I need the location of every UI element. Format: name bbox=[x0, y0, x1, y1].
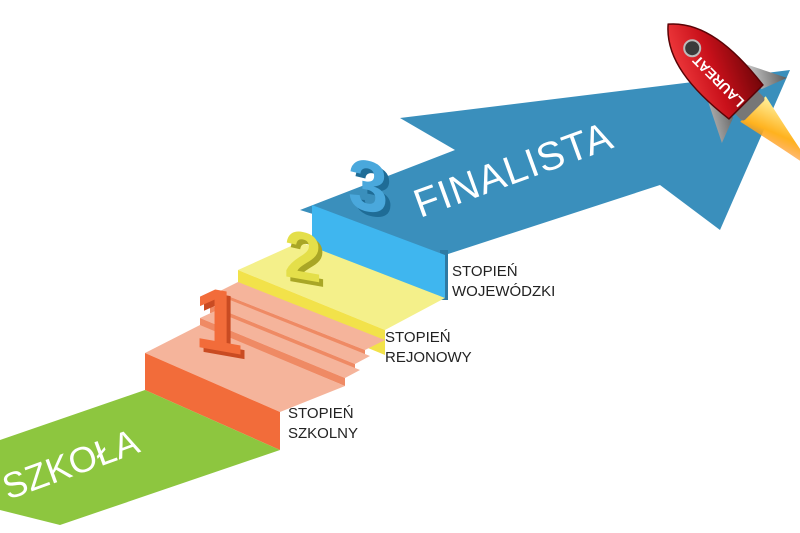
number-1-shadow: 1 bbox=[198, 272, 247, 379]
rocket-window-icon bbox=[683, 39, 702, 58]
number-2-shadow: 2 bbox=[288, 219, 326, 302]
number-3-shape: 3 3 bbox=[348, 143, 393, 235]
number-3: 3 bbox=[348, 143, 388, 230]
step3-caption-line1: STOPIEŃ bbox=[452, 263, 518, 280]
rocket-right-fin-icon bbox=[744, 63, 787, 90]
number-3-shadow: 3 bbox=[353, 148, 393, 235]
rocket-icon: LAUREAT bbox=[667, 23, 800, 175]
step1-caption-line2: SZKOLNY bbox=[288, 425, 358, 442]
number-1: 1 bbox=[194, 267, 243, 374]
number-2: 2 bbox=[284, 215, 322, 298]
stairs-block bbox=[200, 282, 385, 386]
step3-caption-line2: WOJEWÓDZKI bbox=[452, 283, 555, 300]
rocket-nozzle-icon bbox=[734, 90, 765, 121]
rocket-flame-icon bbox=[740, 96, 800, 175]
step2-caption-line1: STOPIEŃ bbox=[385, 329, 451, 346]
number-2-shape: 2 2 bbox=[284, 215, 326, 303]
rocket-left-fin-icon bbox=[707, 100, 734, 143]
step2-caption-line2: REJONOWY bbox=[385, 349, 472, 366]
step2-caption: STOPIEŃ REJONOWY bbox=[385, 329, 472, 366]
step3-front bbox=[312, 205, 445, 298]
number-1-shape: 1 1 bbox=[194, 267, 247, 379]
step3-caption: STOPIEŃ WOJEWÓDZKI bbox=[452, 263, 555, 300]
step1-caption: STOPIEŃ SZKOLNY bbox=[288, 405, 358, 442]
step1-caption-line1: STOPIEŃ bbox=[288, 405, 354, 422]
step1-block bbox=[145, 325, 345, 450]
school-floor bbox=[0, 390, 280, 525]
